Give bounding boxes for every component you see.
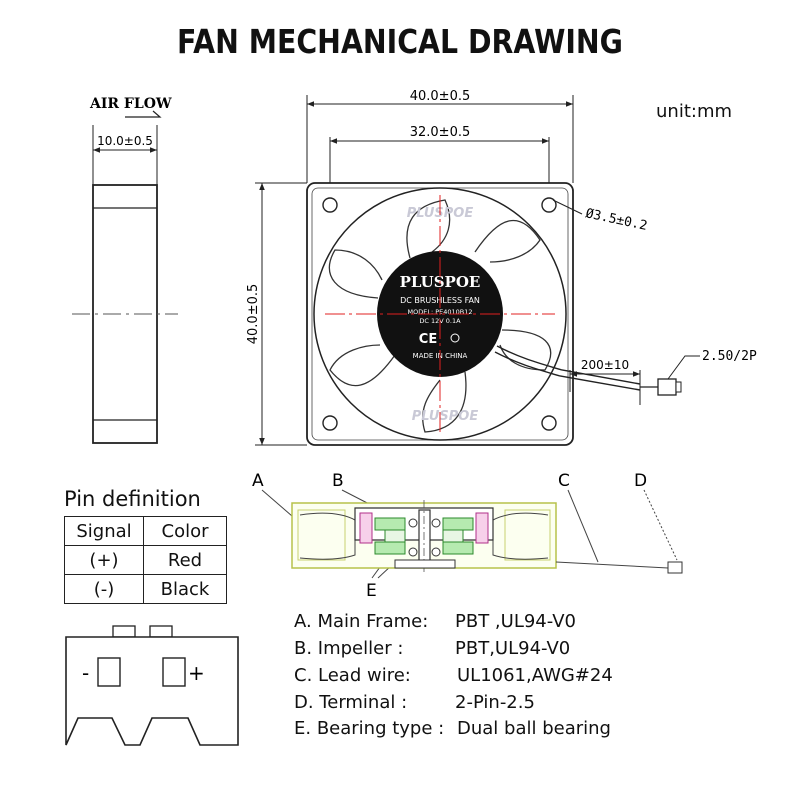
mount-hole — [322, 415, 338, 431]
label-e: E — [366, 581, 377, 601]
mount-hole — [541, 197, 557, 213]
table-cell: (+) — [64, 545, 144, 575]
connector-housing — [65, 636, 239, 746]
shaft — [418, 509, 431, 566]
minus-sign: - — [82, 661, 89, 685]
width-dimension: 40.0±0.5 — [410, 89, 471, 104]
hole-spacing-dimension: 32.0±0.5 — [410, 125, 471, 140]
airflow-label: AIR FLOW — [89, 96, 172, 112]
label-b: B — [332, 471, 344, 491]
ce-mark: CE — [419, 332, 437, 347]
connector-label: 2.50/2P — [702, 349, 757, 364]
spec-value-d: 2-Pin-2.5 — [455, 692, 535, 713]
airflow-arrow-icon — [125, 110, 162, 118]
pin-definition-table: Signal Color (+) Red (-) Black — [64, 516, 227, 604]
table-cell: Black — [143, 574, 227, 604]
spec-key-a: A. Main Frame: — [294, 611, 429, 632]
thickness-dimension: 10.0±0.5 — [97, 134, 153, 148]
pin-definition-title: Pin definition — [64, 487, 201, 511]
mount-hole — [541, 415, 557, 431]
table-row: (-) Black — [64, 574, 227, 604]
table-row: (+) Red — [64, 545, 227, 575]
spec-value-e: Dual ball bearing — [457, 718, 611, 739]
spec-key-d: D. Terminal : — [294, 692, 408, 713]
wire-length-dimension: 200±10 — [581, 358, 629, 372]
table-header-row: Signal Color — [64, 516, 227, 546]
mount-hole — [322, 197, 338, 213]
label-c: C — [558, 471, 570, 491]
cross-section-wire — [555, 561, 669, 569]
spec-key-e: E. Bearing type : — [294, 718, 445, 739]
table-header-color: Color — [143, 516, 227, 546]
table-header-signal: Signal — [64, 516, 144, 546]
spec-value-c: UL1061,AWG#24 — [457, 665, 613, 686]
page-title: FAN MECHANICAL DRAWING — [177, 22, 623, 61]
recycle-icon — [450, 333, 460, 343]
table-cell: Red — [143, 545, 227, 575]
side-view: AIR FLOW 10.0±0.5 — [72, 96, 178, 444]
terminal-icon — [667, 561, 683, 574]
table-cell: (-) — [64, 574, 144, 604]
fan-ring — [313, 187, 567, 441]
spec-key-b: B. Impeller : — [294, 638, 404, 659]
spec-key-c: C. Lead wire: — [294, 665, 411, 686]
plus-sign: + — [188, 661, 205, 685]
spec-value-a: PBT ,UL94-V0 — [455, 611, 576, 632]
label-d: D — [634, 471, 647, 491]
spec-value-b: PBT,UL94-V0 — [455, 638, 571, 659]
lead-wire — [494, 351, 641, 391]
watermark: PLUSPOE — [412, 409, 479, 424]
unit-label: unit:mm — [656, 101, 733, 122]
hole-diameter-dimension: Ø3.5±0.2 — [584, 206, 648, 234]
height-dimension: 40.0±0.5 — [246, 284, 261, 345]
pin-minus — [97, 657, 121, 687]
connector-icon — [657, 378, 677, 396]
cross-section: A B C D E — [252, 471, 683, 601]
pin-plus — [162, 657, 186, 687]
label-a: A — [252, 471, 264, 491]
connector-diagram: - + — [65, 625, 239, 746]
front-view: 40.0±0.5 32.0±0.5 40.0±0.5 Ø3.5±0.2 — [246, 89, 757, 446]
